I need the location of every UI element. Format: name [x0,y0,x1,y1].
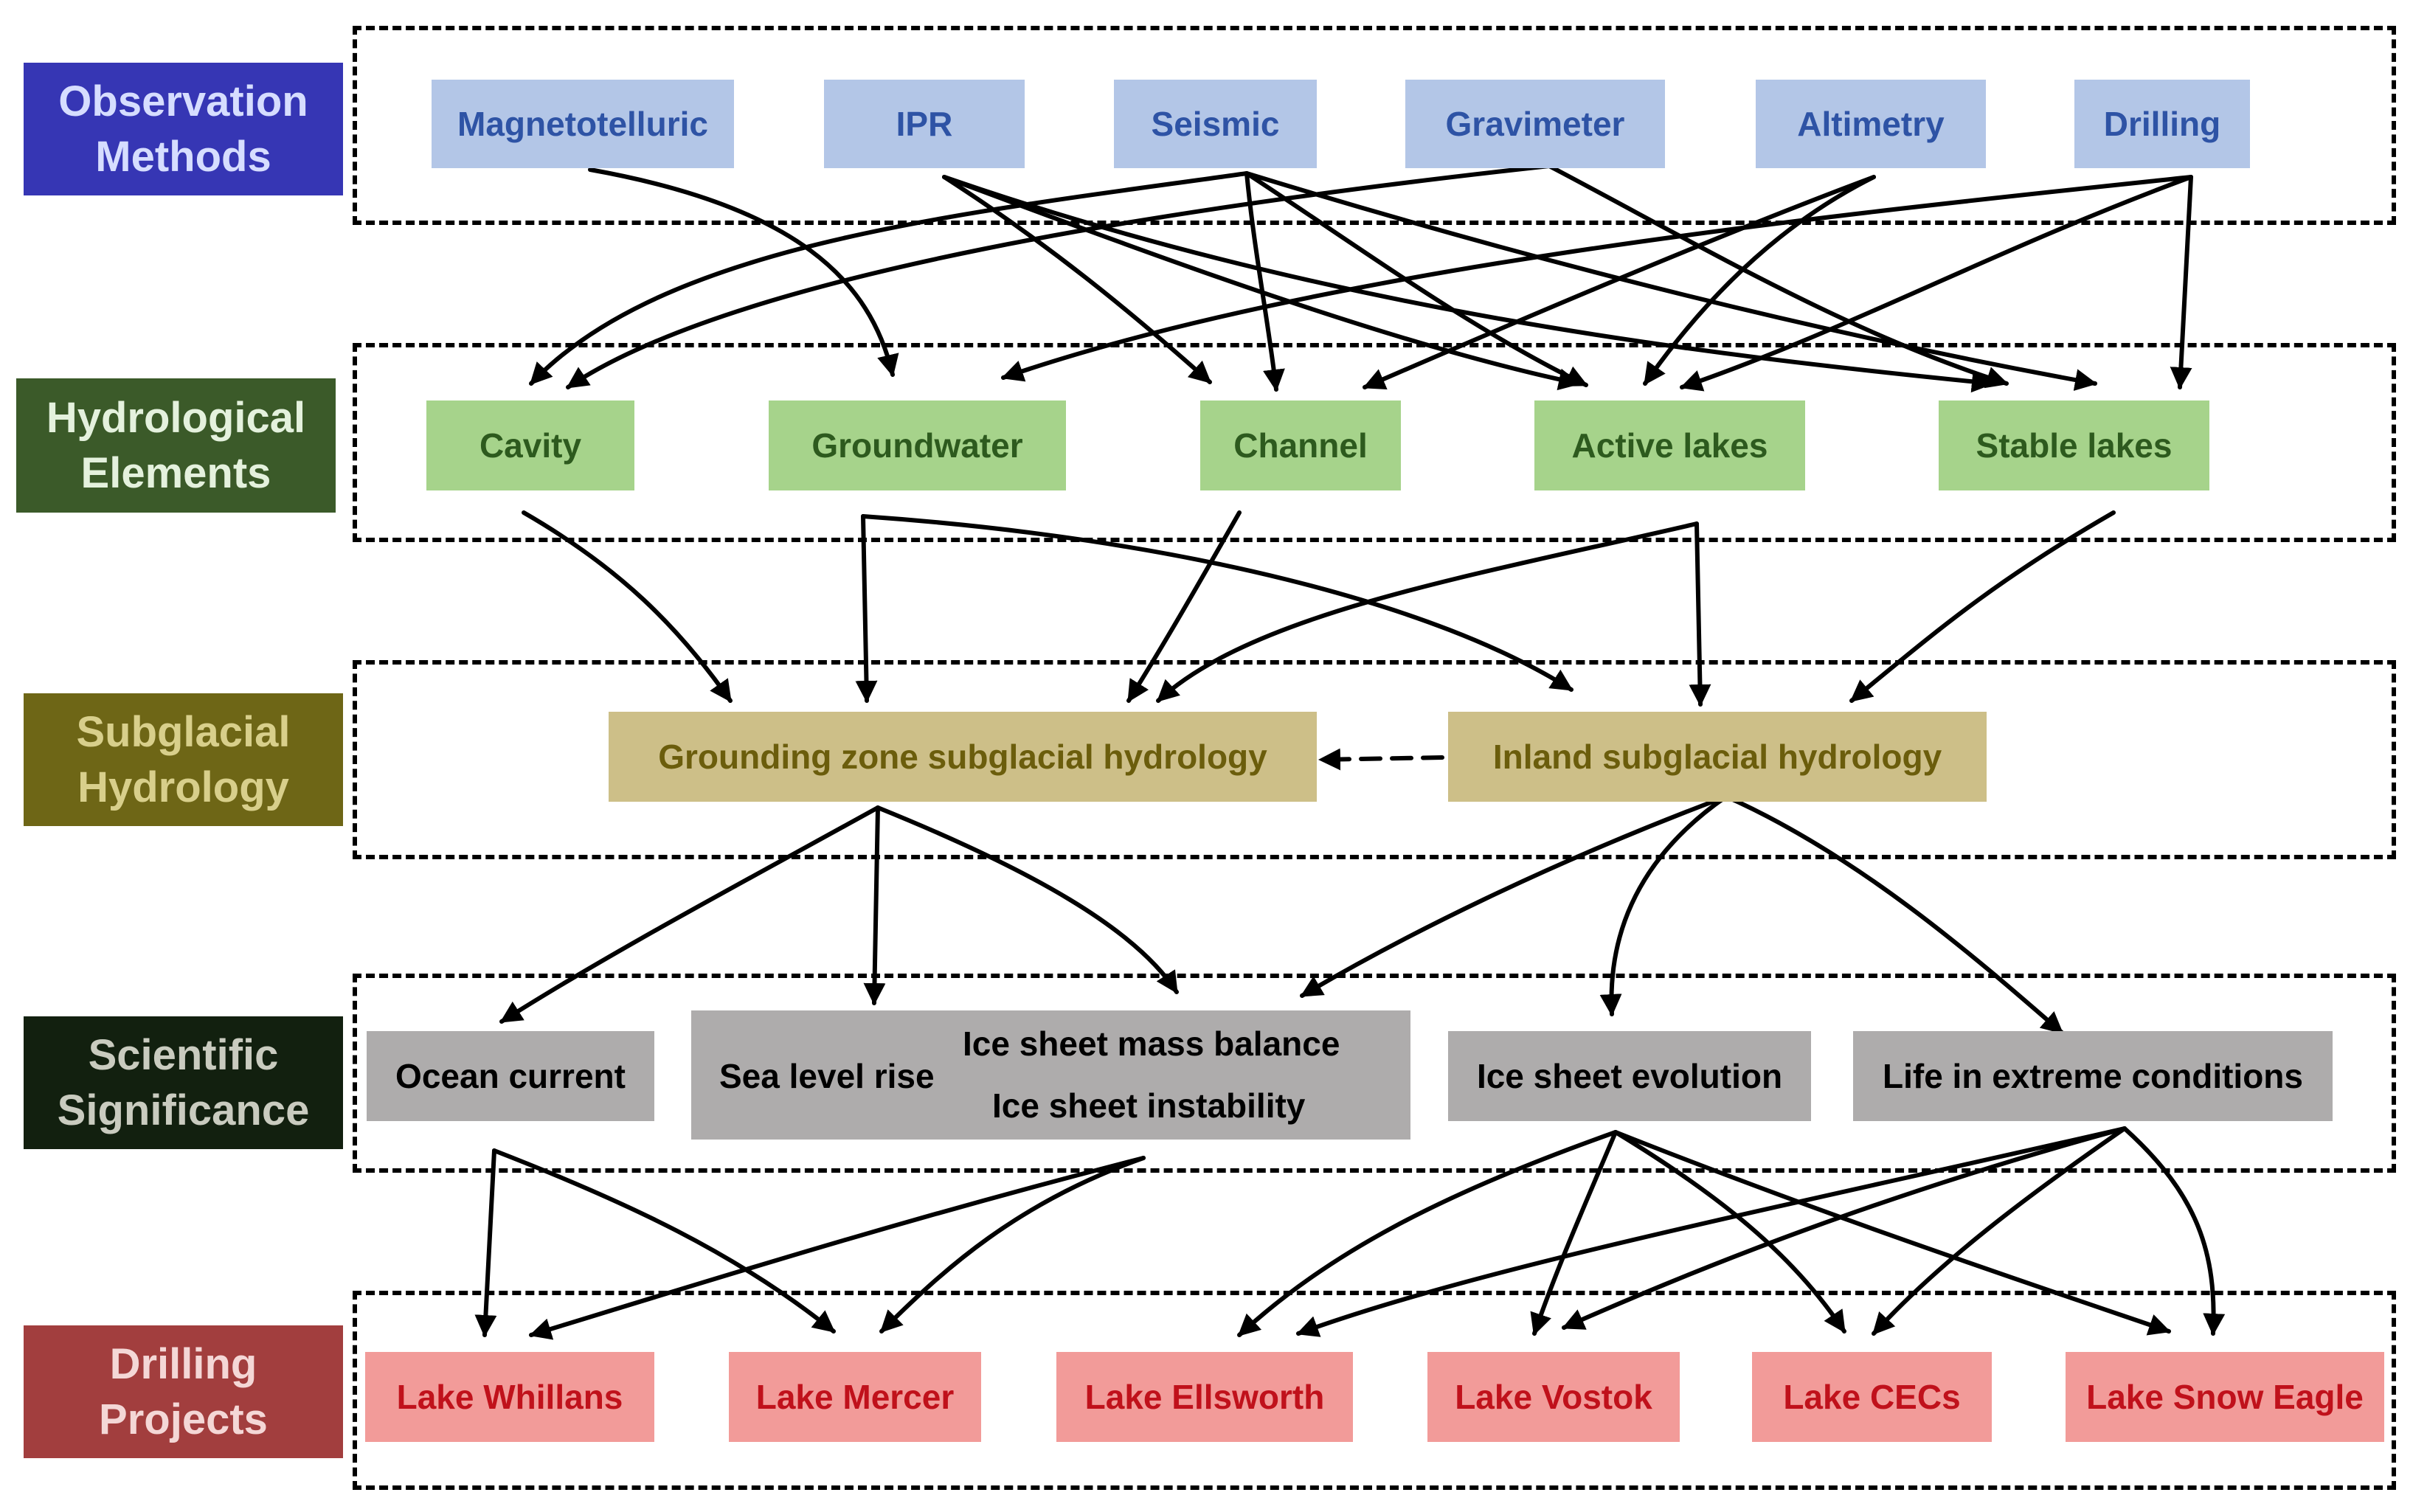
category-drilling-projects: Drilling Projects [24,1325,343,1458]
arrow-evolution-ellsworth [1237,1130,1618,1337]
arrow-inland-mass-balance [1300,794,1728,998]
arrow-active-lakes-grounding-zone [1156,521,1699,703]
arrow-grounding-sea-level [863,805,886,1005]
arrow-groundwater-grounding-zone [855,514,878,703]
arrow-ipr-active-lakes [942,175,1581,391]
arrow-drilling-groundwater [1001,175,2193,382]
arrow-active-lakes-inland [1689,521,1711,707]
arrow-magnetotelluric-groundwater [588,167,899,377]
arrow-grounding-mass-balance [876,805,1179,994]
band-subglacial [353,660,2396,859]
node-drilling: Drilling [2074,80,2250,168]
arrow-grounding-ocean-current [499,805,880,1024]
arrow-life-snow-eagle [2122,1126,2226,1336]
node-ice-sheet-evolution: Ice sheet evolution [1448,1031,1811,1121]
category-hydrological-elements: Hydrological Elements [16,378,336,513]
label-sea-level-rise: Sea level rise [719,1057,935,1095]
category-scientific-significance: Scientific Significance [24,1016,343,1149]
node-altimetry: Altimetry [1756,80,1986,168]
arrow-life-vostok [1562,1126,2127,1330]
arrow-inland-to-grounding-zone [1318,748,1444,771]
node-lake-vostok: Lake Vostok [1427,1352,1680,1442]
category-subglacial-hydrology: Subglacial Hydrology [24,693,343,826]
arrow-life-ellsworth [1296,1126,2127,1337]
arrow-evolution-vostok [1530,1130,1618,1336]
arrow-inland-life [1724,794,2064,1035]
arrow-ipr-stable-lakes [942,175,1994,393]
node-ipr: IPR [824,80,1025,168]
node-grounding-zone-hydrology: Grounding zone subglacial hydrology [609,712,1317,802]
arrow-ipr-channel [942,175,1212,384]
arrow-mass-mercer [879,1156,1146,1334]
node-cavity: Cavity [426,400,634,490]
band-observation [353,26,2396,225]
node-ocean-current: Ocean current [367,1031,654,1121]
arrow-drilling-active-lakes [1680,175,2193,392]
node-lake-cecs: Lake CECs [1752,1352,1992,1442]
label-ice-sheet-instability: Ice sheet instability [992,1086,1306,1125]
arrow-drilling-stable-lakes [2170,175,2193,389]
arrow-mass-whillans [529,1156,1146,1340]
node-lake-whillans: Lake Whillans [365,1352,654,1442]
node-stable-lakes: Stable lakes [1939,400,2209,490]
node-gravimeter: Gravimeter [1405,80,1665,168]
category-observation-methods: Observation Methods [24,63,343,195]
node-inland-hydrology: Inland subglacial hydrology [1448,712,1987,802]
node-sea-level-mass-balance-instability: Sea level rise Ice sheet mass balance Ic… [691,1010,1410,1140]
arrow-gravimeter-stable-lakes [1547,164,2009,389]
node-lake-mercer: Lake Mercer [729,1352,981,1442]
band-drilling [353,1291,2396,1490]
node-magnetotelluric: Magnetotelluric [432,80,734,168]
band-scientific [353,974,2396,1173]
node-active-lakes: Active lakes [1534,400,1805,490]
arrow-life-cecs [1872,1126,2127,1336]
arrow-groundwater-inland [861,514,1574,692]
arrow-seismic-active-lakes [1244,171,1588,387]
arrow-altimetry-active-lakes [1643,175,1876,386]
arrow-evolution-snow-eagle [1613,1130,2171,1336]
node-lake-snow-eagle: Lake Snow Eagle [2066,1352,2384,1442]
label-ice-sheet-mass-balance: Ice sheet mass balance [963,1024,1340,1063]
arrow-inland-evolution [1599,794,1728,1016]
arrow-gravimeter-cavity [566,164,1551,389]
arrow-altimetry-channel [1363,175,1876,390]
arrow-evolution-cecs [1613,1130,1846,1334]
arrow-ocean-whillans [474,1148,497,1337]
arrow-seismic-cavity [529,171,1249,386]
node-lake-ellsworth: Lake Ellsworth [1056,1352,1353,1442]
node-seismic: Seismic [1114,80,1317,168]
arrow-seismic-stable-lakes [1244,171,2097,391]
band-hydrological [353,343,2396,542]
node-groundwater: Groundwater [769,400,1066,490]
arrow-cavity-grounding-zone [522,510,733,703]
node-channel: Channel [1200,400,1401,490]
node-life-extreme-conditions: Life in extreme conditions [1853,1031,2333,1121]
